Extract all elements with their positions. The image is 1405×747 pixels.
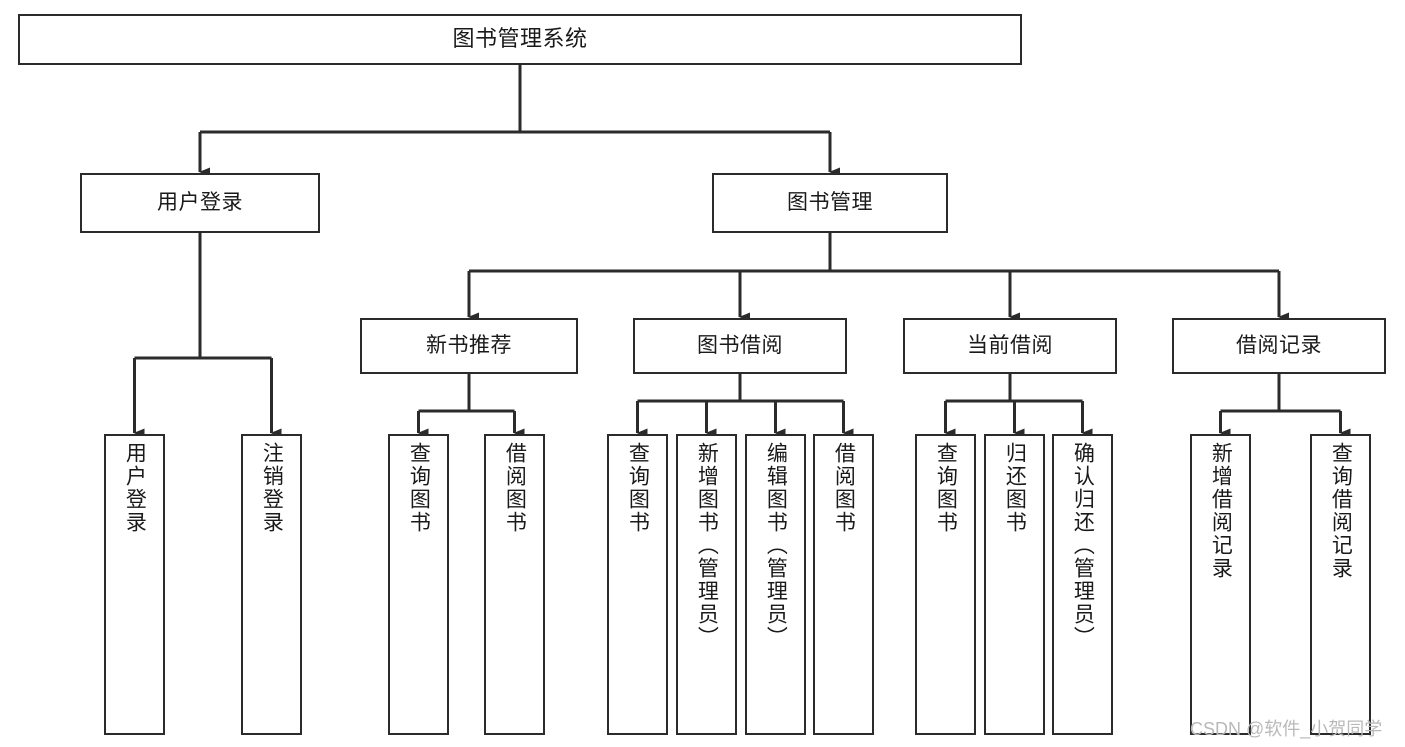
node-l-b-edit[interactable]: 编辑图书（管理员） (745, 434, 806, 735)
node-label: 用户登录 (123, 442, 147, 534)
node-label: 查询借阅记录 (1329, 442, 1353, 580)
node-login[interactable]: 用户登录 (80, 173, 320, 233)
node-l-r-add[interactable]: 新增借阅记录 (1190, 434, 1251, 735)
node-newbook[interactable]: 新书推荐 (360, 318, 578, 374)
node-label: 归还图书 (1003, 442, 1027, 534)
node-label: 图书管理系统 (452, 26, 588, 52)
node-l-c-query[interactable]: 查询图书 (915, 434, 976, 735)
node-l-login[interactable]: 用户登录 (104, 434, 165, 735)
node-l-logout[interactable]: 注销登录 (241, 434, 302, 735)
node-label: 借阅图书 (503, 442, 527, 534)
node-l-c-return[interactable]: 归还图书 (984, 434, 1045, 735)
node-l-b-query[interactable]: 查询图书 (607, 434, 668, 735)
node-label: 借阅图书 (832, 442, 856, 534)
node-label: 图书借阅 (697, 334, 783, 358)
node-label: 查询图书 (626, 442, 650, 534)
node-label: 当前借阅 (967, 334, 1053, 358)
node-label: 借阅记录 (1236, 334, 1322, 358)
node-l-r-query[interactable]: 查询借阅记录 (1310, 434, 1371, 735)
node-label: 新增图书（管理员） (695, 442, 719, 649)
node-l-b-add[interactable]: 新增图书（管理员） (676, 434, 737, 735)
node-label: 查询图书 (934, 442, 958, 534)
node-label: 注销登录 (260, 442, 284, 534)
node-label: 新增借阅记录 (1209, 442, 1233, 580)
node-l-c-confirm[interactable]: 确认归还（管理员） (1052, 434, 1113, 735)
node-label: 用户登录 (157, 191, 243, 215)
csdn-watermark: CSDN @软件_小贺同学 (1190, 719, 1383, 739)
node-l-b-borrow[interactable]: 借阅图书 (813, 434, 874, 735)
node-current[interactable]: 当前借阅 (903, 318, 1117, 374)
node-root[interactable]: 图书管理系统 (18, 14, 1022, 65)
node-label: 新书推荐 (426, 334, 512, 358)
node-borrow[interactable]: 图书借阅 (633, 318, 847, 374)
node-label: 图书管理 (787, 191, 873, 215)
node-records[interactable]: 借阅记录 (1172, 318, 1386, 374)
node-label: 编辑图书（管理员） (764, 442, 788, 649)
node-l-nb-borrow[interactable]: 借阅图书 (484, 434, 545, 735)
node-l-nb-query[interactable]: 查询图书 (388, 434, 449, 735)
node-label: 查询图书 (407, 442, 431, 534)
node-bookmgmt[interactable]: 图书管理 (712, 173, 948, 233)
node-label: 确认归还（管理员） (1071, 442, 1095, 649)
